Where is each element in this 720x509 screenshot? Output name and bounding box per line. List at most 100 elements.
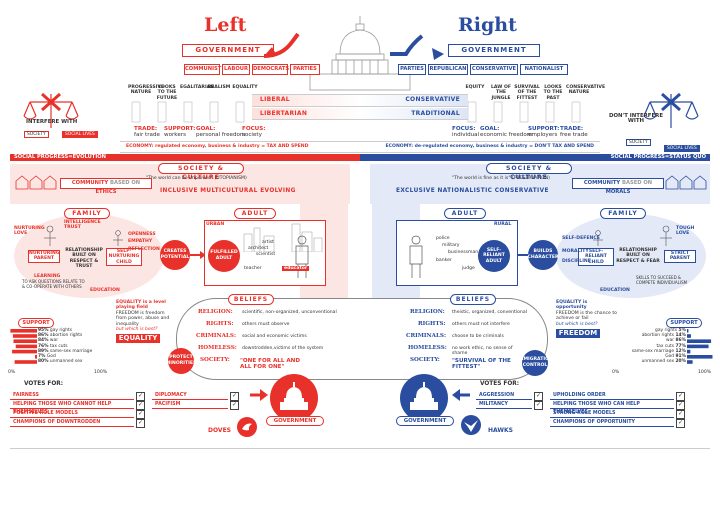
left-goal-value: personal freedom xyxy=(196,132,246,138)
right-morals: MORALS xyxy=(605,189,631,195)
party-parties-right: PARTIES xyxy=(398,64,426,75)
support-label: unmanned sex xyxy=(49,359,83,365)
support-bar xyxy=(687,349,691,354)
belief-left-value: social and economic victims xyxy=(242,334,307,339)
right-education: EDUCATION xyxy=(600,288,630,293)
belief-key-right: HOMELESS: xyxy=(408,345,447,351)
belief-right-value: theistic, organized, conventional xyxy=(452,310,527,315)
right-support-chart: SUPPORT gay rights 5% abortion rights 14… xyxy=(612,318,716,378)
left-vote-2: POSITIVE ROLE MODELS xyxy=(10,410,134,418)
right-vote-3: CHAMPIONS OF OPPORTUNITY xyxy=(550,419,674,427)
right-goal-label: GOAL: xyxy=(480,126,500,132)
support-label: gay rights xyxy=(655,328,678,333)
left-vote-diplomacy: DIPLOMACY xyxy=(152,392,228,400)
checkbox-icon: ✓ xyxy=(676,392,685,401)
left-self-nurturing-child: SELF-NURTURING CHILD xyxy=(106,248,142,267)
belief-right-value: choose to be criminals xyxy=(452,334,504,339)
left-vote-arrow xyxy=(250,389,268,401)
left-relationship: RELATIONSHIP BUILT ON RESPECT & TRUST xyxy=(65,248,103,270)
pillar-2: EGALITARIAN xyxy=(180,85,215,90)
belief-left-value: downtrodden,victims of the system xyxy=(242,346,324,351)
support-bar xyxy=(687,329,689,333)
right-pillars: EQUITY LAW OF THE JUNGLE SURVIVAL OF THE… xyxy=(462,85,606,113)
left-adult-label: ADULT xyxy=(234,208,276,219)
right-government-banner: GOVERNMENT xyxy=(448,44,540,57)
support-bar xyxy=(35,355,37,359)
checkbox-icon: ✓ xyxy=(136,410,145,419)
left-reflection: REFLECTION xyxy=(128,246,160,252)
right-axis-min: 0% xyxy=(612,370,620,375)
belief-key-right: RELIGION: xyxy=(410,309,445,315)
right-votes: VOTES FOR: AGGRESSION MILITANCY ✓ ✓ UPHO… xyxy=(460,381,710,448)
left-nurturing-love: NURTURING LOVE xyxy=(14,226,45,237)
left-adult-words: artist architect scientist teacher xyxy=(244,232,294,282)
right-social-progress-label: SOCIAL PROGRESS=STATUS QUO xyxy=(610,154,706,160)
right-support-bars xyxy=(687,329,713,364)
support-row: 95% gay rights xyxy=(38,328,112,333)
right-self-reliant-child: SELF-RELIANT CHILD xyxy=(578,248,614,267)
support-label: tax cuts xyxy=(656,343,675,349)
support-row: 84% war xyxy=(38,338,112,343)
left-openness-list: OPENNESS EMPATHY REFLECTION xyxy=(128,232,160,252)
support-row: 76% tax cuts xyxy=(38,344,112,349)
right-discipline: DISCIPLINE xyxy=(562,258,591,264)
libertarian-label: LIBERTARIAN xyxy=(260,110,308,117)
right-focus-label: FOCUS: xyxy=(452,126,476,132)
right-society-tag: SOCIETY xyxy=(626,139,651,147)
right-votes-title: VOTES FOR: xyxy=(480,381,520,387)
left-educator-tag: educator xyxy=(282,266,310,272)
right-support-title: SUPPORT xyxy=(666,318,702,328)
support-bar xyxy=(687,339,712,343)
belief-key-left: RELIGION: xyxy=(198,309,233,315)
support-bar xyxy=(14,360,37,364)
support-label: God xyxy=(665,354,675,360)
belief-right-value: "SURVIVAL OF THE FITTEST" xyxy=(452,358,511,371)
left-vote-pacifism: PACIFISM xyxy=(152,401,228,409)
left-title: Left xyxy=(204,14,247,36)
dove-icon xyxy=(237,417,257,437)
right-community: COMMUNITY xyxy=(583,180,621,186)
left-nurturing-parent: NURTURING PARENT xyxy=(28,250,60,263)
right-but-which: but which is best? xyxy=(556,321,598,327)
support-label: abortion rights xyxy=(641,333,675,339)
support-row: gay rights 5% xyxy=(612,328,686,333)
belief-left-value: "ONE FOR ALL AND ALL FOR ONE" xyxy=(240,358,301,371)
word-banker: banker xyxy=(436,258,452,263)
checkbox-icon: ✓ xyxy=(534,401,543,410)
support-label: war xyxy=(665,338,675,344)
pillar-r3: LOOKS TO THE PAST xyxy=(543,85,563,101)
word-military: military xyxy=(442,243,460,248)
doves-label: DOVES xyxy=(208,427,231,434)
left-society-culture: SOCIETY & CULTURE xyxy=(158,163,244,181)
party-labour: LABOUR xyxy=(222,64,250,75)
hawks-label: HAWKS xyxy=(488,427,513,434)
left-family-figures xyxy=(44,225,123,246)
left-scales-icon xyxy=(23,92,79,128)
left-equality-text: EQUALITY is a level playing field xyxy=(116,300,166,311)
left-protect-minorities: PROTECT MINORITIES xyxy=(166,348,196,374)
support-bar xyxy=(13,339,37,343)
beliefs-cloud xyxy=(176,298,548,380)
support-label: same-sex marriage xyxy=(49,348,93,354)
support-pct: 12% xyxy=(675,348,686,354)
capitol-columns xyxy=(131,101,581,123)
support-pct: 14% xyxy=(675,333,686,339)
left-society-tag: SOCIETY xyxy=(24,131,49,139)
right-family-label: FAMILY xyxy=(600,208,646,219)
right-gov-footer: GOVERNMENT xyxy=(396,416,454,426)
pillar-3: REALISM xyxy=(207,85,231,90)
left-interfere: INTERFERE WITH xyxy=(26,119,78,125)
right-community-box: COMMUNITY BASED ON MORALS xyxy=(572,178,664,195)
word-police: police xyxy=(436,236,450,241)
left-intelligence: INTELLIGENCE TRUST xyxy=(64,220,101,231)
left-parties-row: COMMUNIST LABOUR DEMOCRATS PARTIES xyxy=(184,64,320,75)
left-freedom-text: FREEDOM is freedom from power, abuse and… xyxy=(116,310,170,327)
right-parties-row: PARTIES REPUBLICAN CONSERVATIVE NATIONAL… xyxy=(398,64,578,75)
ideology-band: LIBERAL CONSERVATIVE LIBERTARIAN TRADITI… xyxy=(252,92,468,122)
word-judge: judge xyxy=(462,266,475,271)
left-social-progress: SOCIAL PROGRESS=EVOLUTION xyxy=(10,154,360,161)
left-axis-min: 0% xyxy=(8,370,16,375)
right-trade-value: free trade xyxy=(560,132,588,138)
support-row: same-sex marriage 12% xyxy=(612,349,686,354)
left-education: EDUCATION xyxy=(90,288,120,293)
